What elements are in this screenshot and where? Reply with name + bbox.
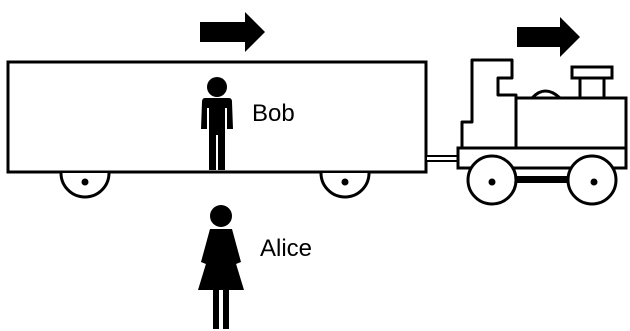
right-arrow-icon: [200, 12, 265, 52]
locomotive-cab: [460, 58, 518, 150]
bob-label: Bob: [252, 100, 295, 127]
man-icon: [201, 77, 233, 170]
wheel-icon: [566, 154, 618, 206]
chimney: [570, 65, 614, 80]
alice-label: Alice: [260, 235, 312, 262]
locomotive: [456, 58, 628, 206]
woman-icon: [198, 205, 244, 329]
wheel-icon: [466, 154, 518, 206]
right-arrow-icon: [517, 17, 580, 57]
locomotive-boiler: [514, 96, 628, 150]
steam-dome: [528, 89, 564, 100]
